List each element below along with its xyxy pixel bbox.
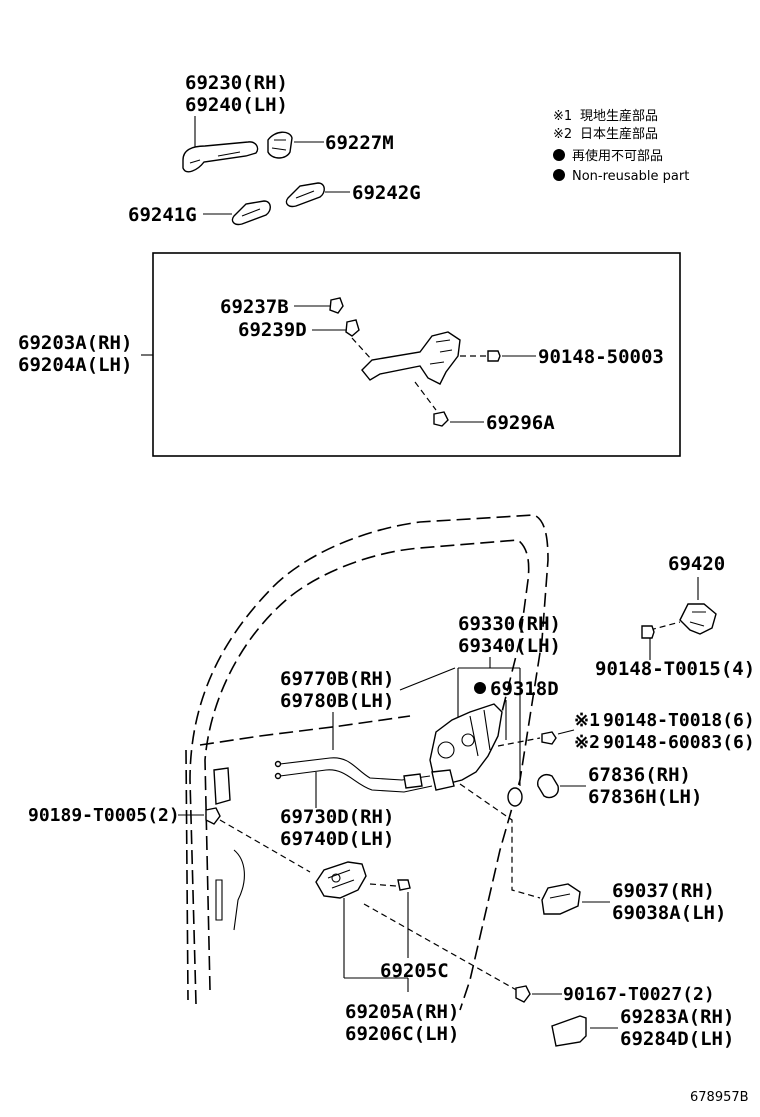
label-screw-latch-1-mark: ※1 <box>574 710 600 731</box>
label-striker: 69420 <box>668 553 725 575</box>
legend-mark-1: ※1 <box>553 109 572 124</box>
screw-frame-icon <box>433 411 449 427</box>
label-striker-bolt: 90148-T0015(4) <box>595 658 755 680</box>
cable-upper <box>279 757 431 781</box>
handle-frame-icon <box>361 331 461 385</box>
legend-mark-2: ※2 <box>553 127 572 142</box>
panel-clip-group: 90189-T0005(2) <box>28 805 521 993</box>
clip-d-icon <box>345 319 360 337</box>
bezel-group: 90167-T0027(2) 69283A(RH) 69284D(LH) <box>515 984 734 1050</box>
label-cover-lh: 69038A(LH) <box>612 902 726 924</box>
handle-cap-icon <box>267 131 293 159</box>
seal-ring-icon <box>507 787 523 807</box>
frame-box-group: 69203A(RH) 69204A(LH) 69237B 69239D 9014… <box>18 252 681 457</box>
latch-base-icon <box>431 769 455 791</box>
label-pad-front: 69242G <box>352 182 421 204</box>
label-bolt-frame: 90148-50003 <box>538 346 664 368</box>
inside-handle-group: 69205C 69205A(RH) 69206C(LH) <box>315 861 459 1045</box>
legend-text-2: 日本生産部品 <box>580 126 658 142</box>
bezel-icon <box>551 1015 587 1047</box>
legend-text-4: Non-reusable part <box>572 169 689 184</box>
striker-bolt-icon <box>641 625 655 639</box>
clip-b-icon <box>329 297 344 314</box>
cable-lower <box>279 769 433 793</box>
striker-group: 69420 90148-T0015(4) <box>595 553 755 680</box>
label-frame-rh: 69203A(RH) <box>18 332 132 354</box>
label-bezel-rh: 69283A(RH) <box>620 1006 734 1028</box>
label-cable-d-lh: 69740D(LH) <box>280 828 394 850</box>
inside-screw-icon <box>515 985 531 1003</box>
cable-group: 69770B(RH) 69780B(LH) 69730D(RH) 69740D(… <box>274 667 456 850</box>
inside-handle-icon <box>315 861 367 899</box>
label-cushion-lh: 67836H(LH) <box>588 786 702 808</box>
bolt-frame-icon <box>487 350 501 362</box>
latch-screw-icon <box>541 731 557 745</box>
legend-text-3: 再使用不可部品 <box>572 148 663 164</box>
label-frame-lh: 69204A(LH) <box>18 354 132 376</box>
inside-clip-icon <box>397 879 411 891</box>
label-screw-latch-2-mark: ※2 <box>574 732 600 753</box>
label-cushion-rh: 67836(RH) <box>588 764 691 786</box>
label-screw-inside: 90167-T0027(2) <box>563 984 715 1005</box>
label-clip-d: 69239D <box>238 319 307 341</box>
label-screw-latch-2: 90148-60083(6) <box>603 732 755 753</box>
label-latch-rh: 69330(RH) <box>458 613 561 635</box>
panel-clip-icon <box>205 807 221 825</box>
label-cap: 69227M <box>325 132 394 154</box>
label-cover-rh: 69037(RH) <box>612 880 715 902</box>
label-handle-rh: 69230(RH) <box>185 72 288 94</box>
label-cable-b-lh: 69780B(LH) <box>280 690 394 712</box>
outside-handle-group: 69230(RH) 69240(LH) 69227M 69242G 69241G <box>128 72 421 226</box>
drawing-code: 678957B <box>690 1090 749 1105</box>
label-latch-lh: 69340(LH) <box>458 635 561 657</box>
label-clip-b: 69237B <box>220 296 289 318</box>
non-reusable-dot-icon <box>553 149 565 161</box>
label-cable-d-rh: 69730D(RH) <box>280 806 394 828</box>
legend: ※1 現地生産部品 ※2 日本生産部品 再使用不可部品 Non-reusable… <box>553 108 689 184</box>
label-clip-panel: 90189-T0005(2) <box>28 805 180 826</box>
door-hole-icon <box>213 767 231 805</box>
label-cable-b-rh: 69770B(RH) <box>280 668 394 690</box>
label-handle-lh: 69240(LH) <box>185 94 288 116</box>
outside-handle-icon <box>182 141 259 173</box>
label-inside-handle-rh: 69205A(RH) <box>345 1001 459 1023</box>
label-inside-handle-lh: 69206C(LH) <box>345 1023 459 1045</box>
seal-non-reusable-icon <box>474 682 486 694</box>
latch-cover-icon <box>541 883 581 915</box>
non-reusable-dot-icon <box>553 169 565 181</box>
striker-icon <box>679 603 717 635</box>
cushion-icon <box>537 774 559 799</box>
label-pad-rear: 69241G <box>128 204 197 226</box>
label-inside-clip: 69205C <box>380 960 449 982</box>
label-screw-frame: 69296A <box>486 412 555 434</box>
latch-group: 69330(RH) 69340(LH) 69318D ※1 90148-T001… <box>429 613 755 924</box>
label-seal: 69318D <box>490 678 559 700</box>
legend-text-1: 現地生産部品 <box>580 108 658 124</box>
label-bezel-lh: 69284D(LH) <box>620 1028 734 1050</box>
label-screw-latch-1: 90148-T0018(6) <box>603 710 755 731</box>
door-outline <box>185 514 549 1011</box>
